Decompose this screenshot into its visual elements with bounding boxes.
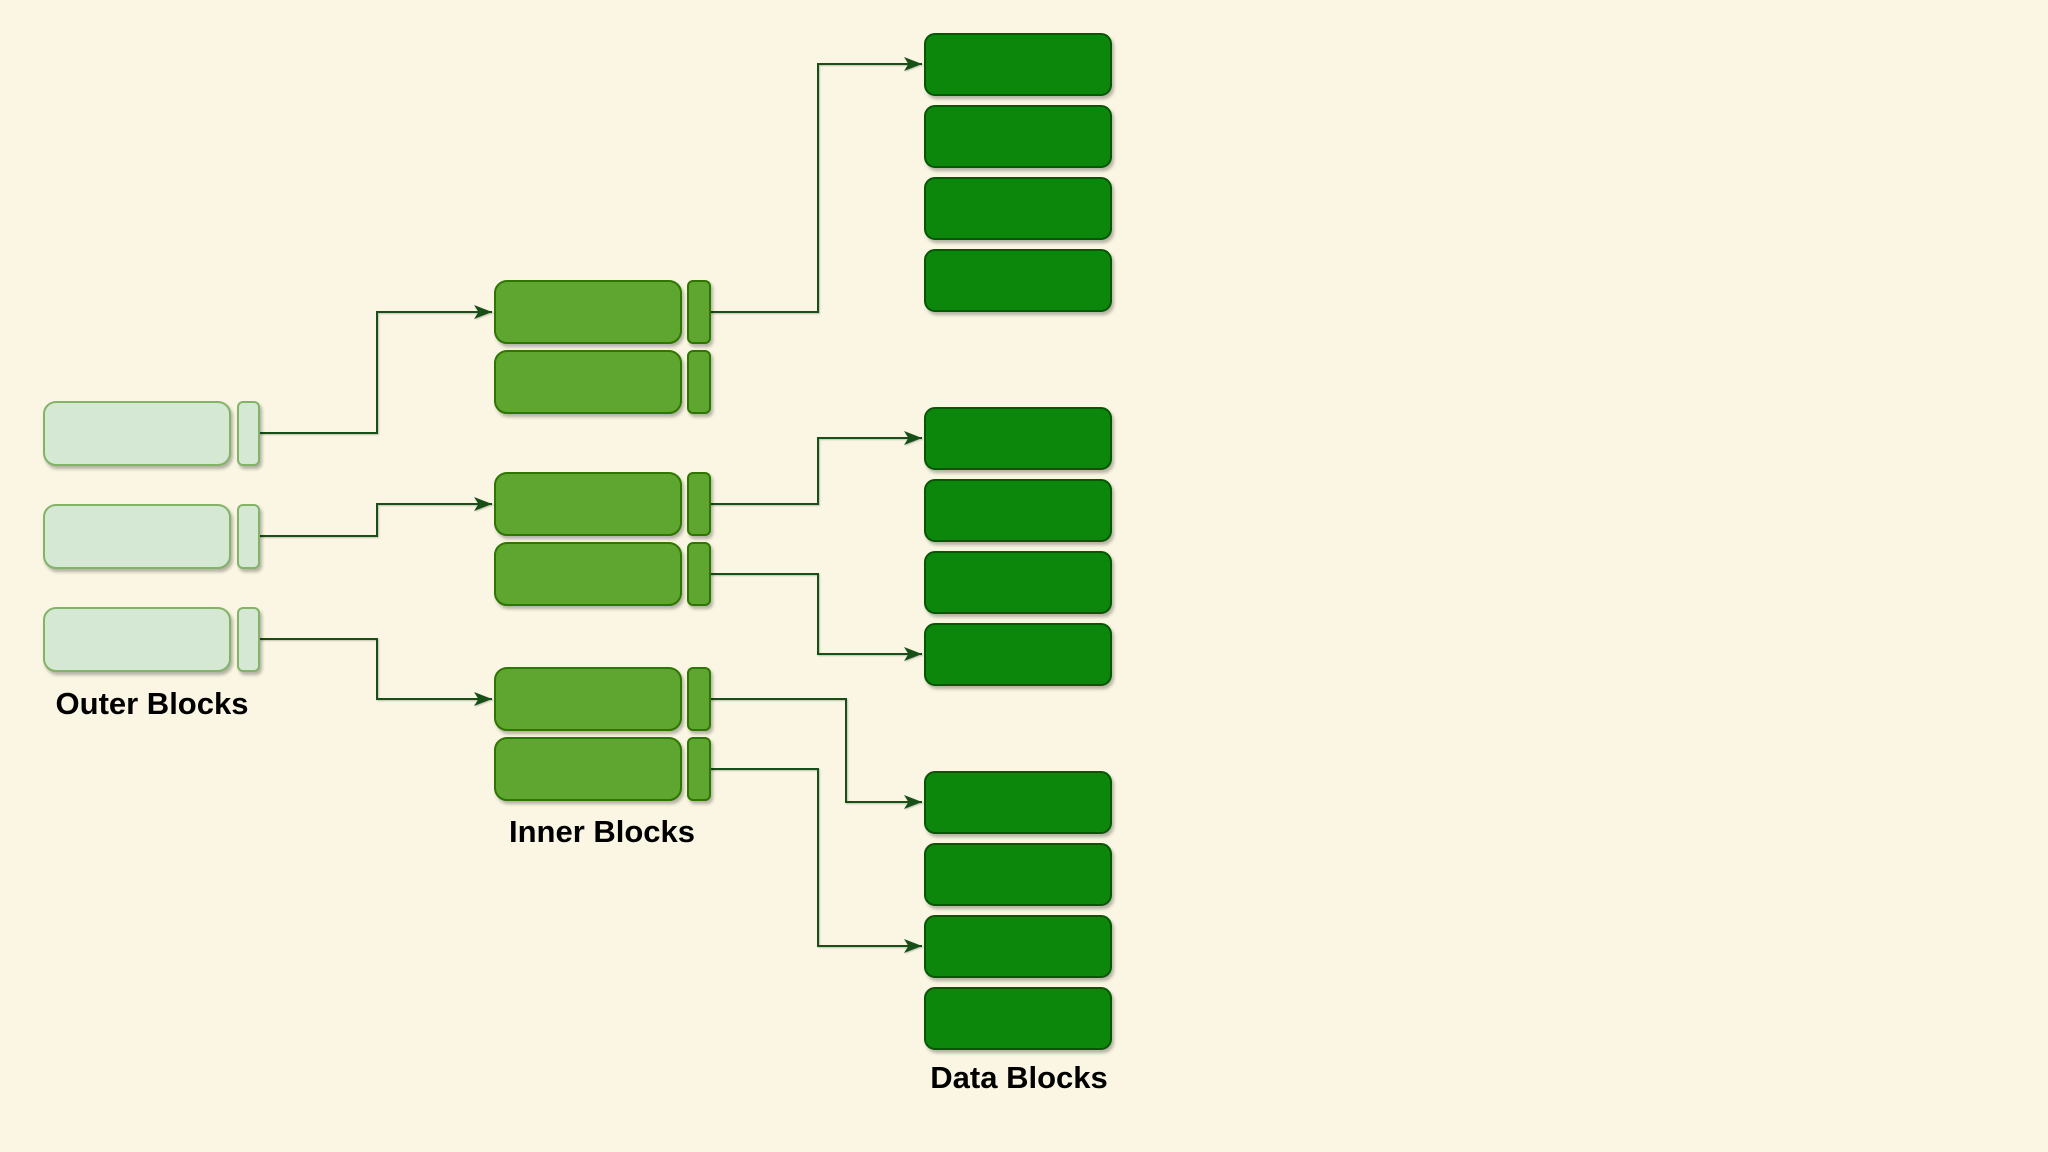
inner-block-2b-tab[interactable] [687,542,711,606]
inner-block-3b[interactable] [494,737,682,801]
outer-block-3-tab[interactable] [237,607,260,672]
arrow-outer-3-to-inner-3a[interactable] [259,638,492,706]
inner-block-3a-tab[interactable] [687,667,711,731]
arrow-outer-2-to-inner-2a[interactable] [259,497,492,537]
inner-block-1a[interactable] [494,280,682,344]
data-block-6[interactable] [924,479,1112,542]
inner-blocks-label: Inner Blocks [508,814,696,849]
outer-block-3[interactable] [43,607,231,672]
data-block-10[interactable] [924,843,1112,906]
data-blocks-label: Data Blocks [930,1060,1108,1095]
inner-block-1a-tab[interactable] [687,280,711,344]
arrow-inner-2b-to-data-8[interactable] [710,573,922,661]
arrow-inner-2a-to-data-5[interactable] [710,431,922,505]
outer-block-2-tab[interactable] [237,504,260,569]
arrow-inner-1a-to-data-1[interactable] [710,57,922,313]
connectors-layer [259,57,922,953]
data-block-12[interactable] [924,987,1112,1050]
arrow-inner-3b-to-data-11[interactable] [710,768,922,953]
outer-block-2[interactable] [43,504,231,569]
data-block-9[interactable] [924,771,1112,834]
data-block-8[interactable] [924,623,1112,686]
inner-block-2a[interactable] [494,472,682,536]
inner-block-1b-tab[interactable] [687,350,711,414]
inner-block-2b[interactable] [494,542,682,606]
data-block-1[interactable] [924,33,1112,96]
data-block-3[interactable] [924,177,1112,240]
inner-block-1b[interactable] [494,350,682,414]
inner-block-3a[interactable] [494,667,682,731]
inner-block-3b-tab[interactable] [687,737,711,801]
data-block-5[interactable] [924,407,1112,470]
blocks-layer [43,33,1112,1050]
data-block-7[interactable] [924,551,1112,614]
arrow-outer-1-to-inner-1a[interactable] [259,305,492,434]
outer-blocks-label: Outer Blocks [55,686,249,721]
outer-block-1-tab[interactable] [237,401,260,466]
arrow-inner-3a-to-data-9[interactable] [710,698,922,809]
data-block-4[interactable] [924,249,1112,312]
outer-block-1[interactable] [43,401,231,466]
data-block-2[interactable] [924,105,1112,168]
data-block-11[interactable] [924,915,1112,978]
inner-block-2a-tab[interactable] [687,472,711,536]
